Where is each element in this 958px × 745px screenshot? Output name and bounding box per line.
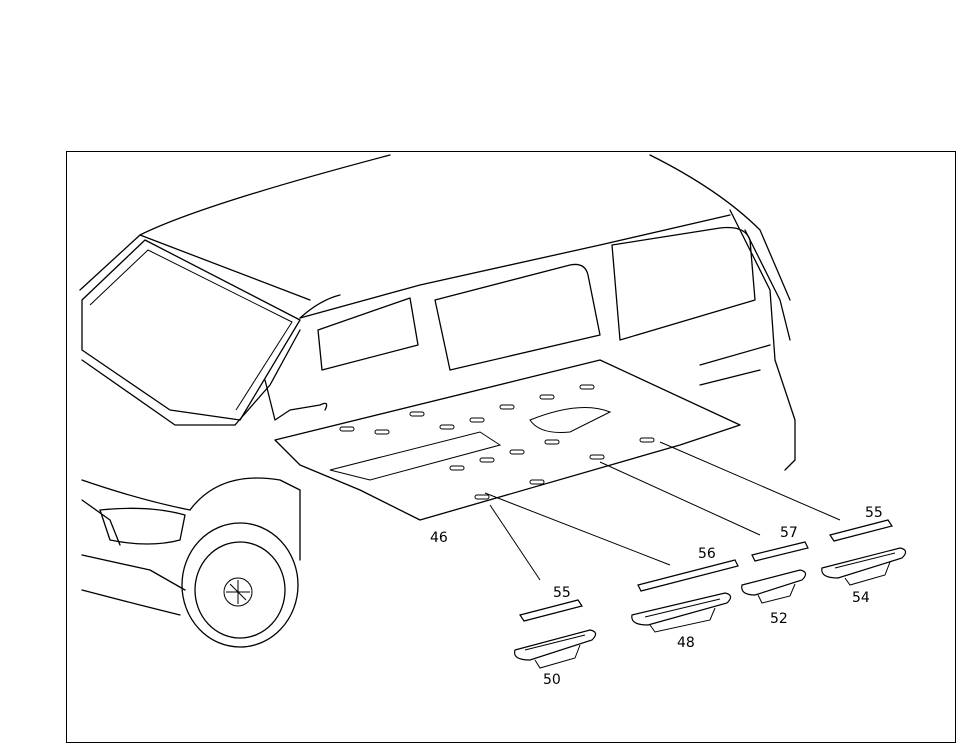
part-52-grommet <box>741 569 807 604</box>
part-56-strip <box>637 559 739 592</box>
part-50-grommet <box>513 629 597 669</box>
part-label-52: 52 <box>770 611 788 627</box>
part-55-left-strip <box>519 599 583 622</box>
part-label-50: 50 <box>543 672 561 688</box>
part-label-46: 46 <box>430 530 448 546</box>
part-label-55-left: 55 <box>553 585 571 601</box>
leader-lines <box>484 441 841 581</box>
part-48-grommet <box>631 592 732 633</box>
diagram-frame <box>66 151 956 743</box>
part-label-56: 56 <box>698 546 716 562</box>
van-illustration <box>79 154 796 648</box>
part-label-55-right: 55 <box>865 505 883 521</box>
part-57-strip <box>751 541 809 562</box>
part-54-grommet <box>821 547 907 586</box>
part-label-57: 57 <box>780 525 798 541</box>
part-55-right-strip <box>829 519 893 542</box>
floor-panel <box>274 359 741 521</box>
part-label-54: 54 <box>852 590 870 606</box>
part-label-48: 48 <box>677 635 695 651</box>
